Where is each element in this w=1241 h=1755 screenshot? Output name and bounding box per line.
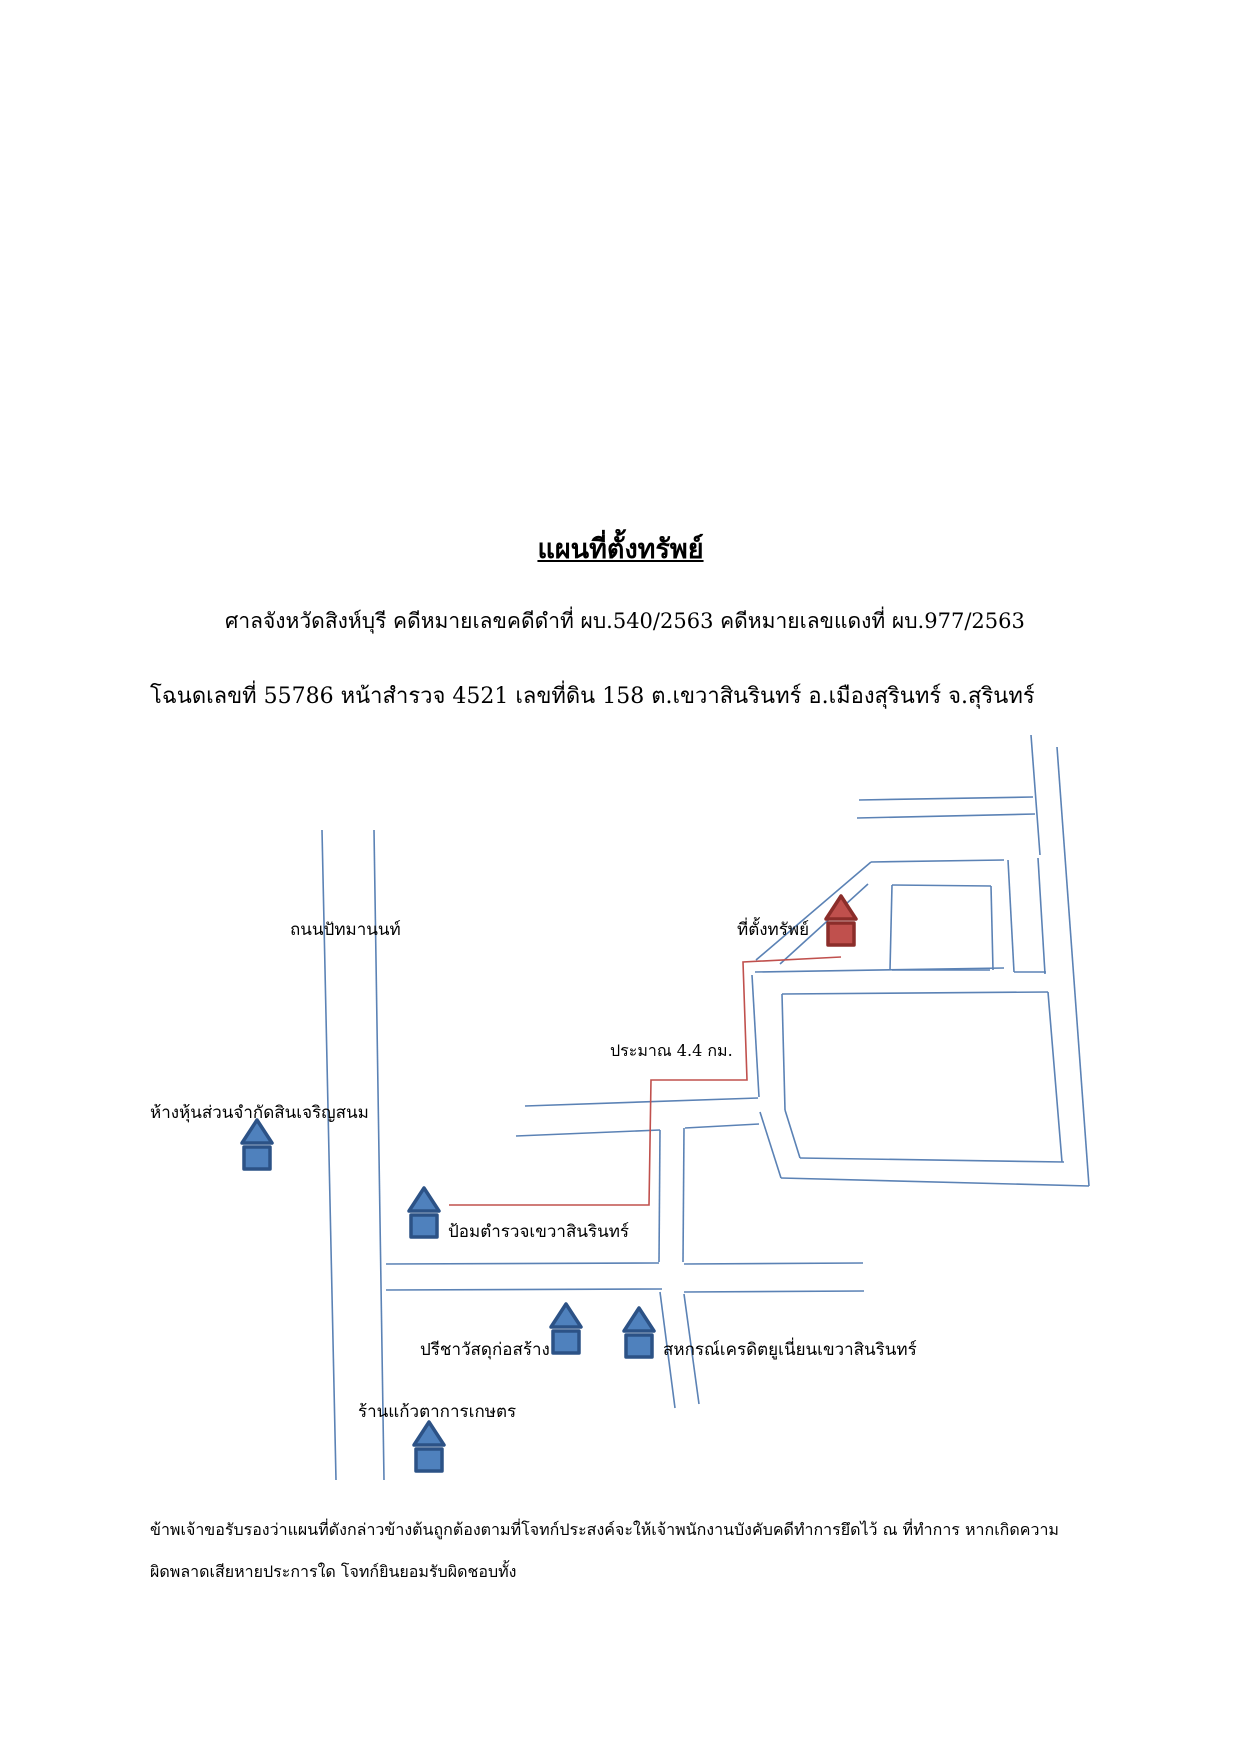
road-segment bbox=[784, 1109, 801, 1159]
landmark-label-partnership: ห้างหุ้นส่วนจำกัดสินเจริญสนม bbox=[150, 1103, 369, 1123]
case-number-line: ศาลจังหวัดสิงห์บุรี คดีหมายเลขคดีดำที่ ผ… bbox=[225, 609, 1025, 633]
property-house-icon bbox=[824, 894, 858, 947]
road-segment bbox=[990, 885, 994, 971]
road-segment bbox=[751, 974, 760, 1098]
route-line bbox=[449, 956, 842, 1206]
road-segment bbox=[889, 884, 893, 971]
road-segment bbox=[1030, 734, 1041, 856]
road-segment bbox=[1047, 991, 1063, 1163]
road-segment bbox=[781, 991, 1049, 995]
road-segment bbox=[858, 796, 1034, 801]
road-segment bbox=[659, 1291, 676, 1409]
road-name-label: ถนนปัทมานนท์ bbox=[290, 920, 401, 940]
route-to-property bbox=[449, 956, 842, 1206]
road-segment bbox=[515, 1129, 661, 1137]
house-icon bbox=[622, 1306, 656, 1359]
road-segment bbox=[870, 859, 1005, 863]
landmark-label-credit-union: สหกรณ์เครดิตยูเนี่ยนเขวาสินรินทร์ bbox=[663, 1340, 917, 1360]
road-segment bbox=[799, 1157, 1065, 1163]
property-location-label: ที่ตั้งทรัพย์ bbox=[737, 920, 810, 940]
distance-label: ประมาณ 4.4 กม. bbox=[610, 1041, 733, 1060]
house-icon bbox=[407, 1186, 441, 1239]
road-segment bbox=[1037, 857, 1046, 975]
road-segment bbox=[780, 1177, 1090, 1187]
house-icon bbox=[412, 1420, 446, 1473]
landmark-markers bbox=[240, 894, 858, 1473]
certification-line-2: ผิดพลาดเสียหายประการใด โจทก์ยินยอมรับผิด… bbox=[150, 1562, 517, 1581]
road-segment bbox=[682, 1127, 685, 1263]
road-segment bbox=[683, 1262, 864, 1265]
road-segment bbox=[658, 1129, 661, 1263]
road-segment bbox=[373, 829, 385, 1481]
road-segment bbox=[1056, 746, 1090, 1187]
road-network bbox=[321, 734, 1090, 1481]
landmark-label-agri-shop: ร้านแก้วตาการเกษตร bbox=[358, 1402, 517, 1422]
landmark-label-construction-store: ปรีชาวัสดุก่อสร้าง bbox=[420, 1340, 550, 1360]
road-segment bbox=[683, 1290, 865, 1293]
road-segment bbox=[684, 1123, 760, 1129]
landmark-label-police-box: ป้อมตำรวจเขวาสินรินทร์ bbox=[448, 1222, 630, 1242]
road-segment bbox=[683, 1293, 700, 1405]
road-segment bbox=[891, 884, 992, 887]
certification-line-1: ข้าพเจ้าขอรับรองว่าแผนที่ดังกล่าวข้างต้น… bbox=[150, 1520, 1059, 1539]
road-segment bbox=[755, 861, 872, 961]
road-segment bbox=[754, 967, 1005, 973]
deed-info-line: โฉนดเลขที่ 55786 หน้าสำรวจ 4521 เลขที่ดิ… bbox=[150, 684, 1035, 709]
road-segment bbox=[524, 1097, 759, 1107]
road-segment bbox=[759, 1111, 782, 1179]
road-segment bbox=[321, 829, 337, 1481]
road-segment bbox=[779, 883, 869, 965]
house-icon bbox=[549, 1302, 583, 1355]
road-segment bbox=[781, 993, 786, 1111]
road-segment bbox=[385, 1288, 663, 1291]
road-segment bbox=[385, 1262, 660, 1265]
house-icon bbox=[240, 1118, 274, 1171]
page-title: แผนที่ตั้งทรัพย์ bbox=[537, 534, 704, 565]
road-segment bbox=[856, 813, 1036, 819]
road-segment bbox=[1007, 859, 1015, 973]
